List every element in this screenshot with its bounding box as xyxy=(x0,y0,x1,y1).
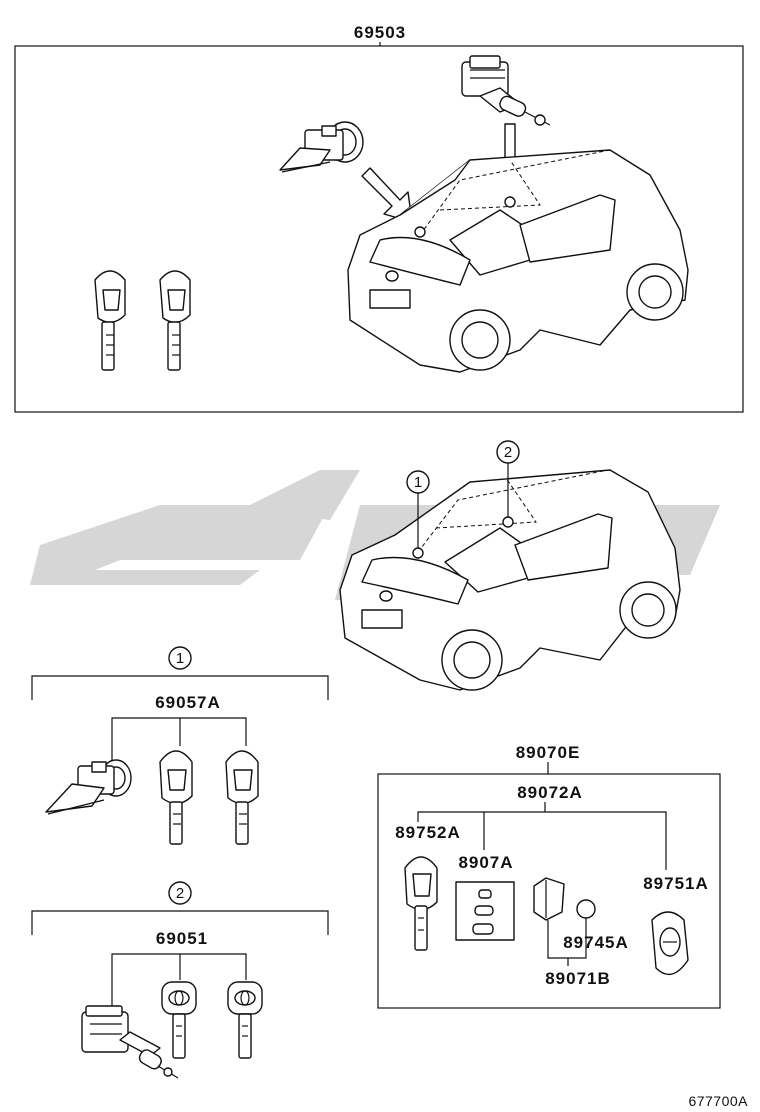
part-number-8907A[interactable]: 8907A xyxy=(458,853,513,872)
group-1-marker-label: 1 xyxy=(176,650,184,667)
car-location-diagram: 1 2 xyxy=(339,440,681,691)
key-icon xyxy=(159,270,191,371)
door-lock-cylinder-icon xyxy=(279,121,364,173)
group-2: 2 69051 xyxy=(31,881,329,1079)
car-illustration-top xyxy=(347,149,689,373)
group-2-marker-label: 2 xyxy=(176,885,184,902)
part-number-89072A[interactable]: 89072A xyxy=(517,783,583,802)
part-number-89752A[interactable]: 89752A xyxy=(395,823,461,842)
remote-fob-icon xyxy=(651,911,689,976)
key-icon xyxy=(94,270,126,371)
remote-kit-frame xyxy=(377,773,721,1009)
part-number-89070E[interactable]: 89070E xyxy=(516,743,581,762)
transmitter-key-icon xyxy=(404,856,438,951)
callout-1-label: 1 xyxy=(414,474,422,491)
part-number-69503[interactable]: 69503 xyxy=(354,23,406,42)
part-number-69057A[interactable]: 69057A xyxy=(155,693,221,712)
group-1: 1 69057A xyxy=(31,646,329,845)
key-icon xyxy=(225,750,259,845)
ignition-lock-cylinder-icon xyxy=(461,55,551,126)
group-1-marker[interactable] xyxy=(168,646,192,670)
callout-2-label: 2 xyxy=(504,444,512,461)
illustration-code: 677700A xyxy=(688,1093,748,1109)
battery-icon xyxy=(576,899,596,919)
top-assembly-frame xyxy=(14,45,744,413)
key-icon xyxy=(227,981,263,1059)
key-icon xyxy=(159,750,193,845)
top-assembly-group: 69503 xyxy=(14,23,744,413)
button-pad-icon xyxy=(455,881,515,941)
door-lock-cylinder-icon xyxy=(45,759,132,815)
part-number-89751A[interactable]: 89751A xyxy=(643,874,709,893)
group-2-marker[interactable] xyxy=(168,881,192,905)
part-number-89745A[interactable]: 89745A xyxy=(563,933,629,952)
ignition-lock-cylinder-icon xyxy=(81,1005,179,1079)
circuit-board-icon xyxy=(533,877,565,921)
remote-kit-group: 89070E 89072A 89752A 8907A 89751A 89745A… xyxy=(377,743,721,1009)
part-number-89071B[interactable]: 89071B xyxy=(545,969,611,988)
key-icon xyxy=(161,981,197,1059)
part-number-69051[interactable]: 69051 xyxy=(156,929,208,948)
